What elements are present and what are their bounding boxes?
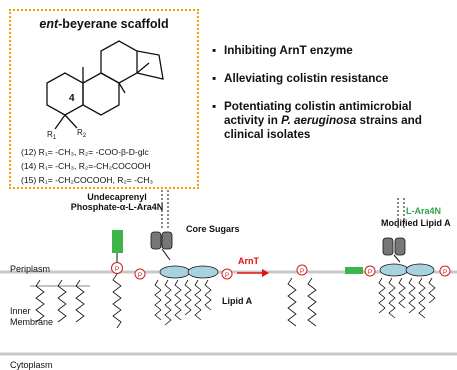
- modified-lipid-label: Modified Lipid A: [381, 218, 451, 228]
- membrane-svg: P P P P: [0, 190, 457, 356]
- bullet-arnt: ▪Inhibiting ArnT enzyme: [212, 44, 353, 57]
- activity-list: ▪Inhibiting ArnT enzyme ▪Alleviating col…: [212, 44, 452, 156]
- svg-text:P: P: [138, 272, 142, 279]
- periplasm-label: Periplasm: [10, 264, 51, 274]
- svg-text:P: P: [225, 272, 229, 279]
- bullet-potentiating: ▪Potentiating colistin antimicrobial act…: [212, 100, 422, 141]
- cytoplasm-label: Cytoplasm: [10, 360, 53, 370]
- label-r2: R2: [77, 128, 87, 139]
- svg-text:P: P: [368, 269, 372, 276]
- lipid-a-label: Lipid A: [222, 296, 253, 306]
- bullet-colistin: ▪Alleviating colistin resistance: [212, 72, 389, 85]
- compound-12: (12) R₁= -CH₃, R₂= -COO-β-D-glc: [21, 147, 149, 157]
- compound-legend: (12) R₁= -CH₃, R₂= -COO-β-D-glc (14) R₁=…: [21, 145, 153, 187]
- compound-14: (14) R₁= -CH₃, R₂=-CH₂COCOOH: [21, 161, 151, 171]
- scaffold-title: ent-beyerane scaffold: [39, 17, 169, 31]
- beyerane-structure: 4 R1 R2: [46, 40, 164, 141]
- svg-text:P: P: [300, 268, 304, 275]
- label-position-4: 4: [69, 93, 75, 104]
- svg-text:P: P: [115, 266, 119, 273]
- arnt-label: ArnT: [238, 256, 259, 266]
- undecaprenyl-label: Undecaprenyl Phosphate-α-L-Ara4N: [70, 192, 164, 212]
- membrane-diagram: P P P P: [0, 190, 457, 370]
- core-sugars-label: Core Sugars: [186, 224, 240, 234]
- svg-text:P: P: [443, 269, 447, 276]
- scaffold-box: ent-beyerane scaffold 4 R1 R2 (12) R₁= -…: [9, 9, 199, 189]
- inner-membrane-label: Inner Membrane: [10, 306, 54, 327]
- label-r1: R1: [47, 130, 57, 141]
- l-ara4n-label: L-Ara4N: [406, 206, 442, 216]
- compound-15: (15) R₁= -CH₂COCOOH, R₂= -CH₃: [21, 175, 153, 185]
